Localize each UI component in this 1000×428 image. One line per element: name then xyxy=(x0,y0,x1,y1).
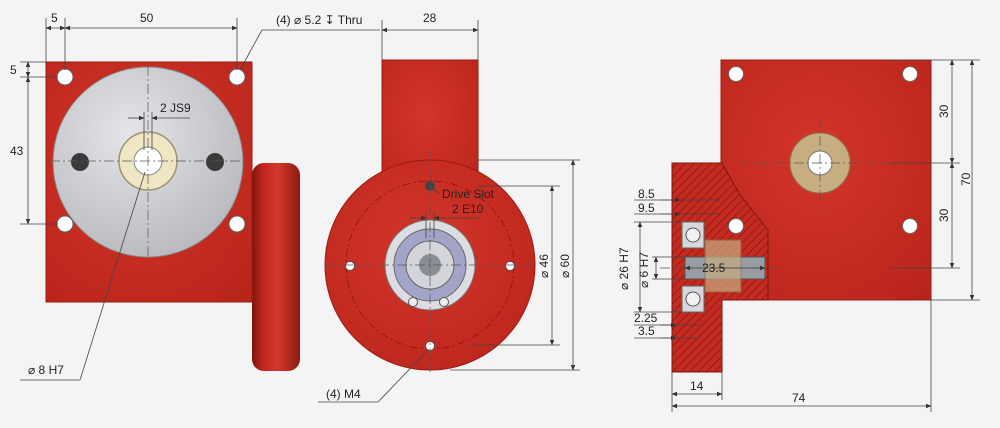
bearing-screw-right xyxy=(439,297,449,307)
dim-left-5: 5 xyxy=(10,63,17,77)
corner-hole-br xyxy=(228,215,246,233)
front-view: 5 50 5 43 (4) ⌀ 5.2 ↧ Thru 2 JS9 ⌀ 8 H7 xyxy=(10,11,380,381)
dia-26: ⌀ 26 H7 xyxy=(617,247,631,290)
disc-hole-left xyxy=(71,153,89,171)
section-view: 8.5 9.5 ⌀ 26 H7 ⌀ 6 H7 23.5 2.25 3.5 14 … xyxy=(617,59,980,412)
corner-hole-tl xyxy=(56,68,74,86)
section-ball-bottom xyxy=(685,291,701,307)
dim-14: 14 xyxy=(690,379,704,393)
section-ball-top xyxy=(685,227,701,243)
dia-6: ⌀ 6 H7 xyxy=(637,252,651,288)
dim-top-5: 5 xyxy=(51,11,58,25)
dim-top-28: 28 xyxy=(423,11,437,25)
dim-2-25: 2.25 xyxy=(634,311,658,325)
dim-left-43: 43 xyxy=(10,144,24,158)
dim-8-5: 8.5 xyxy=(638,187,655,201)
side-view: 28 Drive Slot 2 E10 ⌀ 46 ⌀ 60 (4) M4 xyxy=(318,11,580,403)
drive-slot-label: Drive Slot xyxy=(442,187,495,201)
section-hole-br xyxy=(902,218,918,234)
bearing-screw-left xyxy=(408,297,418,307)
holes-label: (4) ⌀ 5.2 ↧ Thru xyxy=(276,13,362,27)
drive-slot-tol: 2 E10 xyxy=(452,202,484,216)
disc-hole-right xyxy=(206,153,224,171)
m4-hole-left xyxy=(345,261,355,271)
dim-23-5: 23.5 xyxy=(702,261,726,275)
dim-74: 74 xyxy=(792,391,806,405)
dim-30-top: 30 xyxy=(937,104,951,118)
dim-3-5: 3.5 xyxy=(638,324,655,338)
tapped-holes-label: (4) M4 xyxy=(326,387,361,401)
dim-top-50: 50 xyxy=(140,11,154,25)
keyway-label: 2 JS9 xyxy=(160,101,191,115)
m4-hole-right xyxy=(505,261,515,271)
section-hole-tr xyxy=(902,66,918,82)
corner-hole-tr xyxy=(228,68,246,86)
dia-46: ⌀ 46 xyxy=(537,254,551,278)
front-roller xyxy=(252,163,300,371)
dim-70: 70 xyxy=(959,172,973,186)
section-hole-bl xyxy=(728,218,744,234)
section-hole-tl xyxy=(728,66,744,82)
dim-9-5: 9.5 xyxy=(638,201,655,215)
dia-60: ⌀ 60 xyxy=(558,254,572,278)
corner-hole-bl xyxy=(56,215,74,233)
dim-30-bottom: 30 xyxy=(937,208,951,222)
bore-label: ⌀ 8 H7 xyxy=(28,363,64,377)
